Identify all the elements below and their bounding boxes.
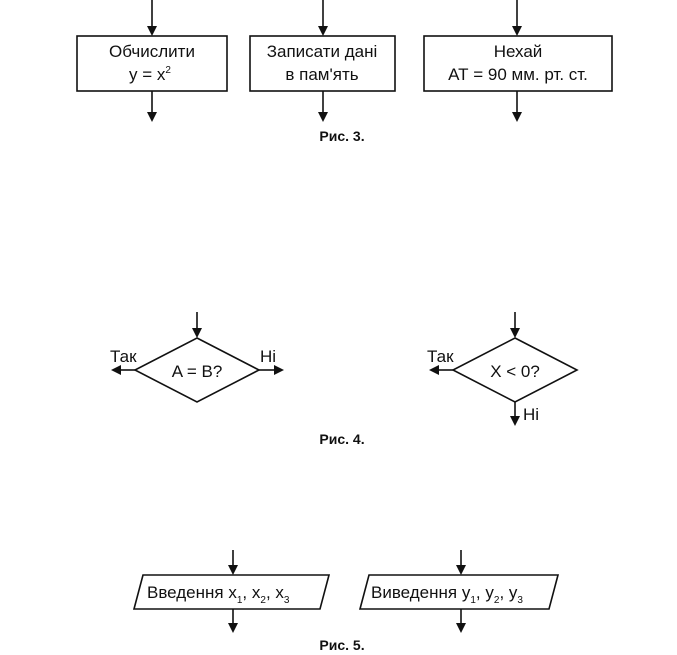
output-var-1: y [462, 583, 471, 602]
output-subscript-1: 1 [470, 595, 476, 606]
arrow-head [111, 365, 121, 375]
arrow-head [456, 623, 466, 633]
output-prefix: Виведення [371, 583, 457, 602]
arrow-head [510, 416, 520, 426]
process-label-line2: в пам'ять [285, 65, 358, 84]
arrow-head [318, 26, 328, 36]
arrow-head [228, 565, 238, 575]
formula-text: y = x [129, 65, 166, 84]
process-box [423, 35, 613, 92]
process-block-assign: Нехай АТ = 90 мм. рт. ст. [423, 0, 613, 122]
input-label: Введення x1, x2, x3 [147, 583, 290, 606]
input-var-1: x [228, 583, 237, 602]
branch-label-yes: Так [110, 347, 137, 366]
arrow-head [456, 565, 466, 575]
input-subscript-3: 3 [284, 595, 290, 606]
output-block: Виведення y1, y2, y3 [358, 550, 560, 633]
branch-label-yes: Так [427, 347, 454, 366]
input-subscript-1: 1 [237, 595, 243, 606]
decision-condition: X < 0? [490, 362, 540, 381]
figure-3: Обчислити y = x2 Записати дані в пам'ять… [76, 0, 613, 144]
process-label-line1: Обчислити [109, 42, 195, 61]
decision-block-2: X < 0? Так Ні [427, 312, 579, 426]
figure-5: Введення x1, x2, x3 Виведення y1, y2, y3… [132, 550, 560, 653]
figure-caption: Рис. 5. [319, 637, 364, 653]
output-label: Виведення y1, y2, y3 [371, 583, 523, 606]
io-parallelogram [358, 574, 560, 610]
process-label-line2: АТ = 90 мм. рт. ст. [448, 65, 588, 84]
process-label-line1: Нехай [494, 42, 543, 61]
arrow-head [512, 26, 522, 36]
process-label-line1: Записати дані [267, 42, 378, 61]
branch-label-no: Ні [523, 405, 539, 424]
input-subscript-2: 2 [260, 595, 266, 606]
decision-block-1: A = B? Так Ні [110, 312, 284, 403]
process-block-store: Записати дані в пам'ять [249, 0, 396, 122]
arrow-head [274, 365, 284, 375]
output-var-3: y [509, 583, 518, 602]
process-block-compute: Обчислити y = x2 [76, 0, 228, 122]
arrow-head [192, 328, 202, 338]
output-subscript-3: 3 [517, 595, 523, 606]
figure-caption: Рис. 4. [319, 431, 364, 447]
branch-label-no: Ні [260, 347, 276, 366]
input-prefix: Введення [147, 583, 224, 602]
formula-exponent: 2 [165, 65, 171, 76]
arrow-head [429, 365, 439, 375]
process-label-line2: y = x2 [129, 65, 171, 84]
figure-caption: Рис. 3. [319, 128, 364, 144]
output-var-2: y [485, 583, 494, 602]
process-box [249, 35, 396, 92]
arrow-head [228, 623, 238, 633]
output-subscript-2: 2 [494, 595, 500, 606]
decision-diamond [133, 337, 261, 403]
arrow-head [512, 112, 522, 122]
io-parallelogram [132, 574, 331, 610]
decision-condition: A = B? [172, 362, 223, 381]
arrow-head [147, 26, 157, 36]
figure-4: A = B? Так Ні X < 0? Так Ні Рис. 4. [110, 312, 579, 447]
input-block: Введення x1, x2, x3 [132, 550, 331, 633]
input-var-3: x [275, 583, 284, 602]
arrow-head [147, 112, 157, 122]
arrow-head [318, 112, 328, 122]
input-var-2: x [252, 583, 261, 602]
arrow-head [510, 328, 520, 338]
